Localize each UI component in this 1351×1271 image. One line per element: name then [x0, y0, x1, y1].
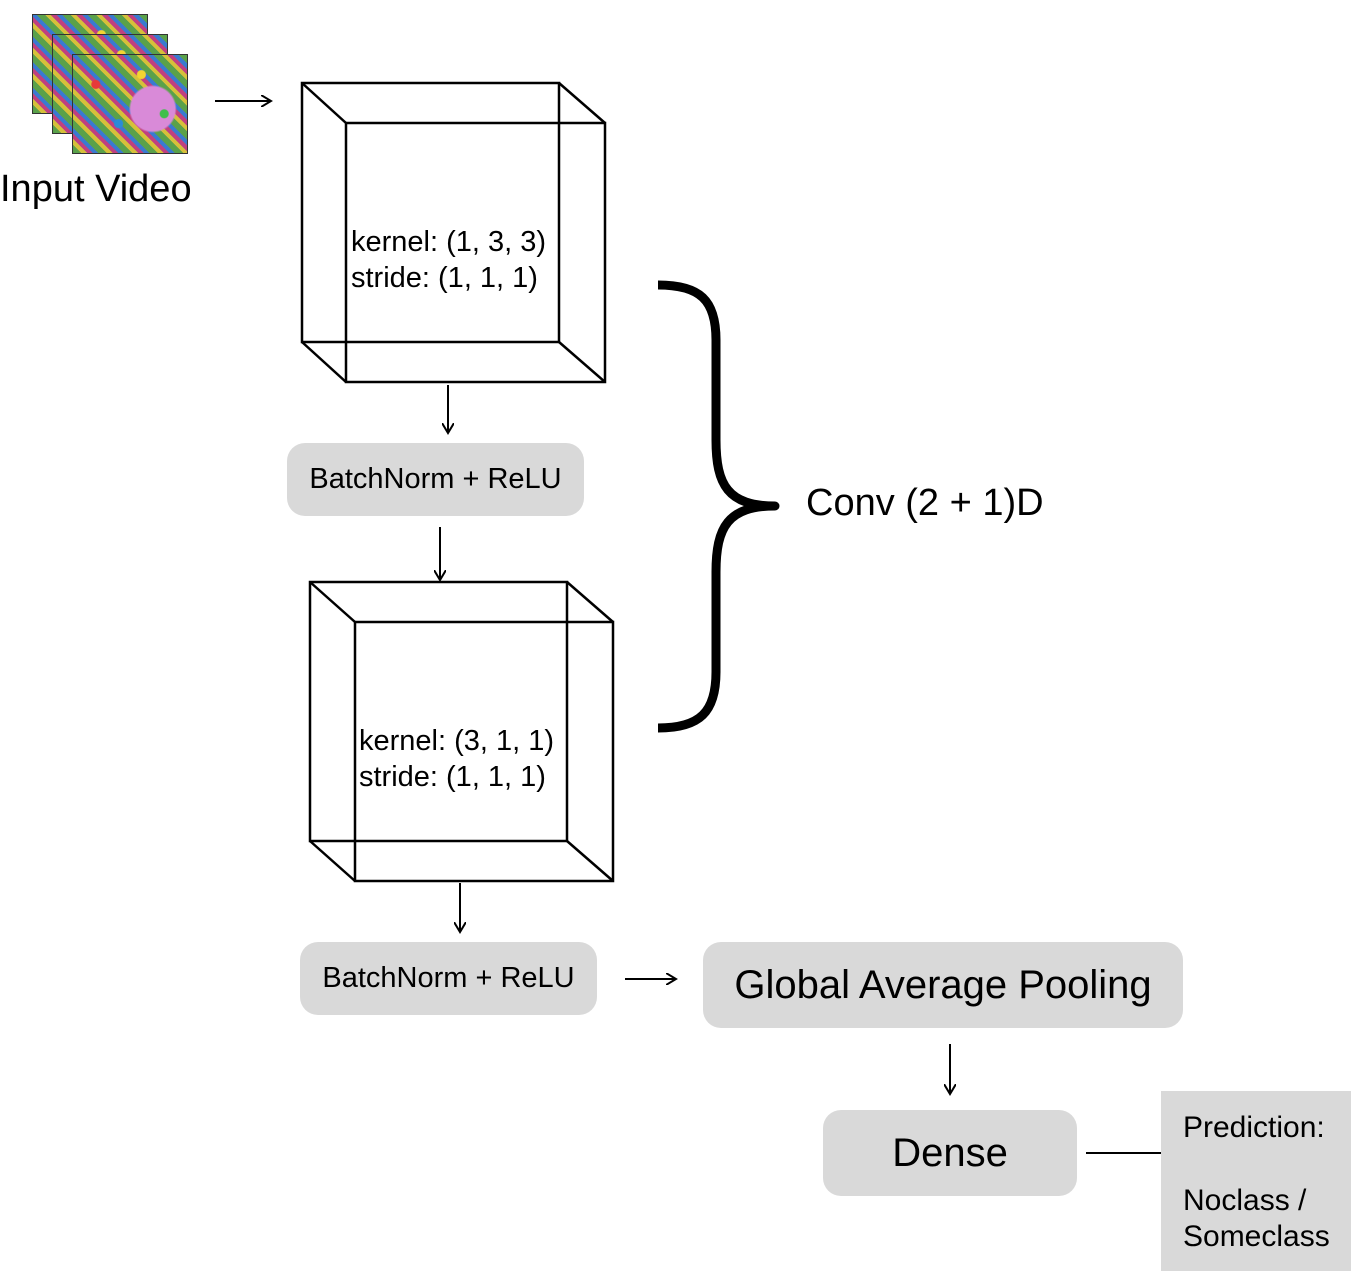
video-frame-3 — [72, 54, 188, 154]
conv1-cube — [300, 81, 607, 384]
conv2-text: kernel: (3, 1, 1) stride: (1, 1, 1) — [359, 723, 554, 795]
dense-label: Dense — [892, 1130, 1008, 1175]
conv2-kernel: kernel: (3, 1, 1) — [359, 725, 555, 757]
batchnorm-relu-2: BatchNorm + ReLU — [300, 942, 597, 1015]
conv1-kernel: kernel: (1, 3, 3) — [351, 226, 547, 258]
conv1-stride: stride: (1, 1, 1) — [351, 262, 538, 294]
conv2-cube — [308, 580, 615, 883]
batchnorm-relu-2-label: BatchNorm + ReLU — [322, 962, 575, 994]
dense-layer: Dense — [823, 1110, 1077, 1196]
global-average-pooling-label: Global Average Pooling — [734, 962, 1152, 1007]
conv2-stride: stride: (1, 1, 1) — [359, 761, 546, 793]
prediction-line1: Noclass / — [1183, 1184, 1307, 1217]
conv21d-brace — [657, 280, 780, 733]
prediction-line2: Someclass — [1183, 1220, 1330, 1253]
prediction-title: Prediction: — [1183, 1111, 1325, 1144]
batchnorm-relu-1-label: BatchNorm + ReLU — [309, 463, 562, 495]
conv21d-label: Conv (2 + 1)D — [806, 482, 1044, 524]
global-average-pooling: Global Average Pooling — [703, 942, 1183, 1028]
input-video-label: Input Video — [0, 168, 192, 210]
batchnorm-relu-1: BatchNorm + ReLU — [287, 443, 584, 516]
prediction-box: Prediction: Noclass / Someclass — [1161, 1091, 1351, 1271]
conv1-text: kernel: (1, 3, 3) stride: (1, 1, 1) — [351, 224, 546, 296]
